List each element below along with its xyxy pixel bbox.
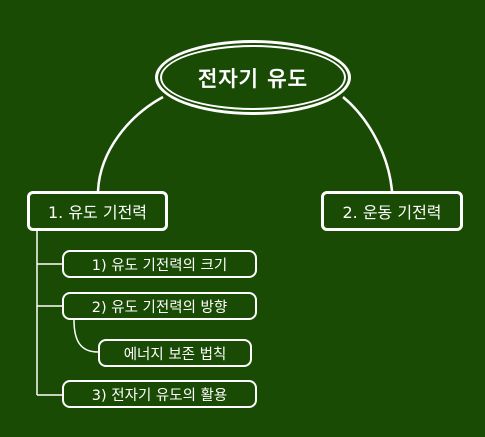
sub-node-1-label: 1) 유도 기전력의 크기 — [91, 257, 228, 274]
root-node-label: 전자기 유도 — [198, 66, 308, 91]
sub-node-2-child-label: 에너지 보존 법칙 — [123, 346, 227, 363]
root-to-branch-1-connector — [96, 95, 164, 192]
root-to-branch-2-connector — [342, 96, 394, 192]
sub-node-2-child: 에너지 보존 법칙 — [98, 339, 252, 367]
sub-node-2: 2) 유도 기전력의 방향 — [62, 292, 257, 320]
sub-node-3: 3) 전자기 유도의 활용 — [62, 380, 257, 408]
sub-2-child-connector — [73, 319, 99, 353]
sub-node-2-label: 2) 유도 기전력의 방향 — [91, 299, 228, 316]
sub-node-3-label: 3) 전자기 유도의 활용 — [91, 387, 228, 404]
root-node: 전자기 유도 — [155, 40, 351, 115]
branch-node-1-label: 1. 유도 기전력 — [47, 203, 148, 222]
branch-node-2-label: 2. 운동 기전력 — [342, 203, 442, 222]
sub-node-1: 1) 유도 기전력의 크기 — [62, 250, 257, 278]
branch-node-2: 2. 운동 기전력 — [321, 191, 463, 231]
branch-node-1: 1. 유도 기전력 — [27, 191, 168, 231]
